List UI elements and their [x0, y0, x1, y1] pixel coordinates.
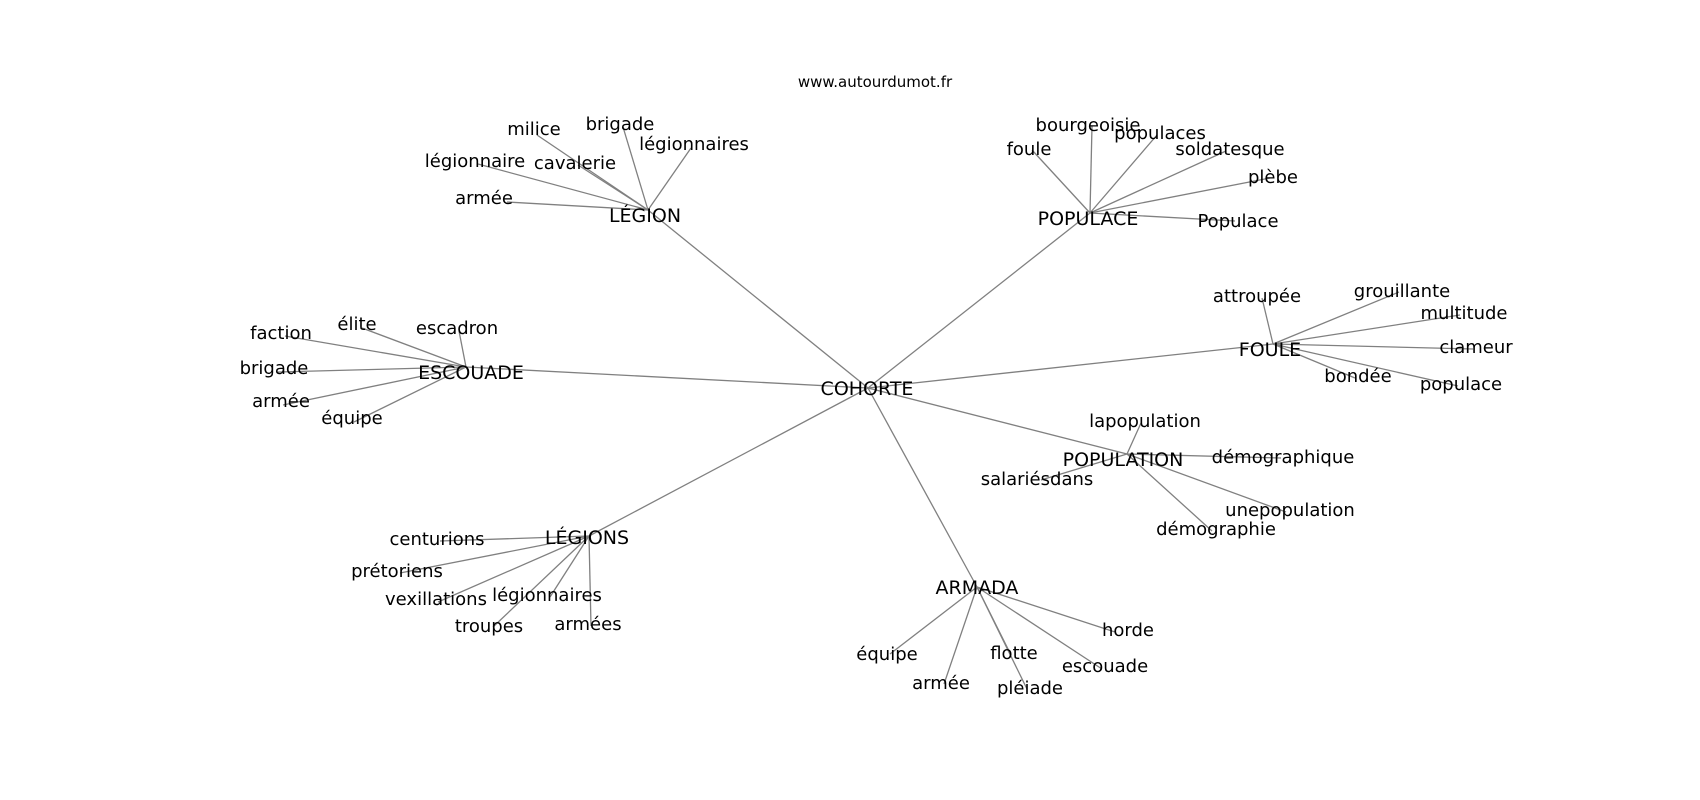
- source-url: www.autourdumot.fr: [798, 73, 953, 91]
- edge-hub-to-word: [1261, 297, 1274, 345]
- edge-hub-to-word: [976, 586, 1116, 633]
- edge-hub-to-word: [1272, 291, 1400, 345]
- edge-hub-to-word: [1126, 453, 1287, 513]
- edge-hub-to-word: [284, 335, 467, 368]
- edge-hub-to-word: [647, 147, 692, 211]
- edge-hub-to-word: [282, 366, 467, 406]
- related-word-label: centurions: [389, 529, 484, 550]
- edge-hub-to-word: [943, 586, 978, 685]
- edge-center-to-hub: [867, 387, 978, 588]
- related-word-label: cavalerie: [534, 153, 616, 174]
- edge-hub-to-word: [1126, 453, 1213, 532]
- related-word-label: populace: [1420, 374, 1502, 395]
- edge-center-to-hub: [867, 212, 1091, 389]
- edge-hub-to-word: [506, 201, 649, 211]
- edge-hub-to-word: [439, 535, 590, 542]
- related-word-label: grouillante: [1354, 281, 1450, 302]
- edge-hub-to-word: [577, 164, 649, 211]
- related-word-label: salariésdans: [981, 469, 1094, 490]
- related-word-label: brigade: [240, 358, 309, 379]
- hub-word-label: ARMADA: [936, 577, 1019, 599]
- edge-hub-to-word: [622, 126, 649, 211]
- related-word-label: escadron: [416, 318, 498, 339]
- related-word-label: démographie: [1156, 519, 1276, 540]
- related-word-label: armée: [252, 391, 310, 412]
- related-word-label: bourgeoisie: [1036, 115, 1141, 136]
- related-word-label: légionnaire: [425, 151, 525, 172]
- edge-hub-to-word: [1089, 150, 1227, 214]
- related-word-label: vexillations: [385, 589, 487, 610]
- related-word-label: milice: [507, 119, 561, 140]
- related-word-label: clameur: [1439, 337, 1513, 358]
- edge-hub-to-word: [889, 586, 978, 655]
- related-word-label: escouade: [1062, 656, 1148, 677]
- edge-hub-to-word: [1272, 343, 1356, 379]
- edge-center-to-hub: [867, 387, 1128, 455]
- related-word-label: prétoriens: [351, 561, 443, 582]
- related-word-label: légionnaires: [639, 134, 749, 155]
- edge-hub-to-word: [976, 586, 1103, 670]
- edge-hub-to-word: [1040, 453, 1128, 481]
- related-word-label: lapopulation: [1089, 411, 1201, 432]
- edge-hub-to-word: [549, 535, 590, 598]
- edge-hub-to-word: [458, 330, 467, 368]
- related-word-label: équipe: [321, 408, 382, 429]
- related-word-label: brigade: [586, 114, 655, 135]
- hub-word-label: LÉGION: [609, 204, 681, 227]
- related-word-label: unepopulation: [1225, 500, 1355, 521]
- hub-word-label: LÉGIONS: [545, 526, 629, 549]
- related-word-label: troupes: [455, 616, 523, 637]
- related-word-label: Populace: [1197, 211, 1278, 232]
- related-word-label: attroupée: [1213, 286, 1301, 307]
- related-word-label: soldatesque: [1175, 139, 1284, 160]
- related-word-label: armée: [912, 673, 970, 694]
- hub-word-label: POPULATION: [1063, 449, 1184, 471]
- edge-center-to-hub: [647, 209, 869, 389]
- edge-hub-to-word: [1272, 343, 1459, 387]
- edge-hub-to-word: [1272, 314, 1461, 345]
- related-word-label: équipe: [856, 644, 917, 665]
- edge-hub-to-word: [1126, 453, 1282, 459]
- edge-hub-to-word: [1089, 134, 1158, 214]
- related-word-label: populaces: [1114, 123, 1206, 144]
- related-word-label: pléiade: [997, 678, 1063, 699]
- hub-word-label: FOULE: [1239, 339, 1301, 361]
- related-word-label: bondée: [1324, 366, 1391, 387]
- edge-hub-to-word: [437, 535, 590, 603]
- related-word-label: légionnaires: [492, 585, 602, 606]
- related-word-label: faction: [250, 323, 312, 344]
- edge-hub-to-word: [1126, 422, 1142, 455]
- edge-hub-to-word: [1272, 343, 1474, 350]
- edge-hub-to-word: [1089, 125, 1093, 214]
- edge-center-to-hub: [588, 387, 869, 537]
- related-word-label: plèbe: [1248, 167, 1298, 188]
- hub-word-label: POPULACE: [1038, 208, 1139, 230]
- edge-hub-to-word: [361, 327, 467, 368]
- hub-word-label: ESCOUADE: [418, 362, 524, 384]
- edge-hub-to-word: [277, 366, 467, 373]
- edge-hub-to-word: [1031, 149, 1091, 214]
- edge-hub-to-word: [477, 163, 649, 211]
- graph-edges: [277, 125, 1474, 690]
- edge-hub-to-word: [1089, 212, 1236, 222]
- edge-hub-to-word: [399, 535, 590, 574]
- related-word-label: horde: [1102, 620, 1154, 641]
- related-word-label: foule: [1007, 139, 1052, 160]
- related-word-label: armée: [455, 188, 513, 209]
- related-word-label: multitude: [1421, 303, 1508, 324]
- edge-hub-to-word: [492, 535, 590, 628]
- edge-hub-to-word: [588, 535, 592, 627]
- related-word-label: démographique: [1212, 447, 1355, 468]
- edge-center-to-hub: [465, 366, 869, 389]
- related-word-label: élite: [337, 314, 376, 335]
- related-word-label: armées: [554, 614, 621, 635]
- edge-hub-to-word: [976, 586, 1028, 690]
- center-word-label: COHORTE: [821, 378, 914, 400]
- edge-center-to-hub: [867, 343, 1274, 389]
- edge-hub-to-word: [353, 366, 467, 423]
- related-word-label: flotte: [990, 643, 1038, 664]
- edge-hub-to-word: [1089, 177, 1271, 214]
